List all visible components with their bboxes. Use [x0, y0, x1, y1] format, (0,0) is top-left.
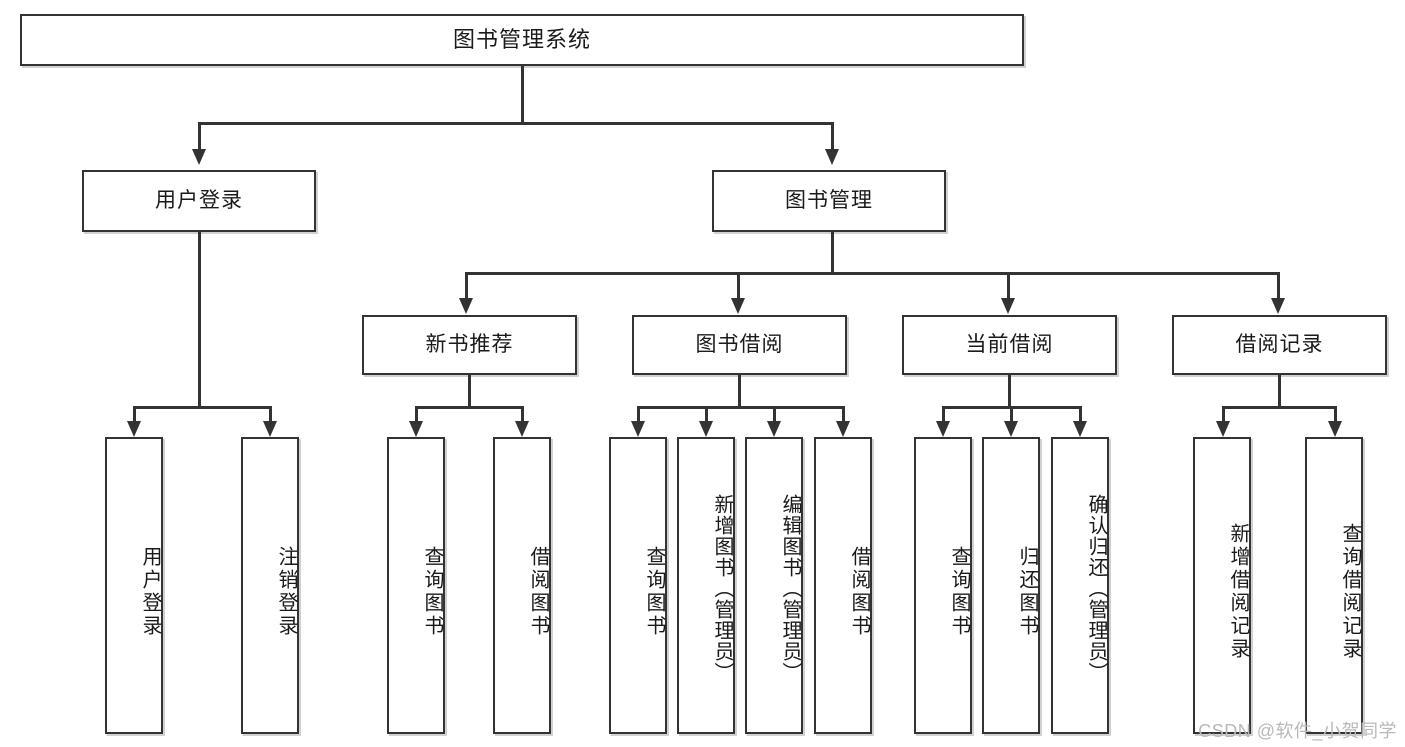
edge-new-book-drop-2 [521, 406, 524, 421]
edge-borrow-record-bus [1222, 406, 1337, 409]
edge-root-bus [198, 122, 834, 125]
node-book-management[interactable]: 图书管理 [712, 170, 946, 232]
edge-root-stem [521, 66, 524, 122]
node-user-login[interactable]: 用户登录 [82, 170, 316, 232]
edge-book-borrow-drop-1 [637, 406, 640, 421]
edge-borrow-record-drop-2 [1334, 406, 1337, 421]
edge-root-to-user-login [198, 122, 201, 149]
arrowhead-book-mgmt [825, 149, 839, 165]
edge-borrow-record-stem [1278, 375, 1281, 406]
edge-book-borrow-drop-3 [773, 406, 776, 421]
arrowhead-leaf-user-login-2 [263, 421, 277, 437]
arrowhead-leaf-current-borrow-3 [1073, 421, 1087, 437]
leaf-borrow-book[interactable]: 借阅图书 [814, 437, 872, 734]
arrowhead-user-login [192, 149, 206, 165]
edge-current-borrow-drop-3 [1079, 406, 1082, 421]
arrowhead-leaf-borrow-record-1 [1216, 421, 1230, 437]
edge-current-borrow-drop-1 [942, 406, 945, 421]
leaf-query-borrow-record[interactable]: 查询借阅记录 [1305, 437, 1363, 734]
edge-book-mgmt-drop-1 [465, 272, 468, 298]
leaf-add-book-admin[interactable]: 新增图书（管理员） [677, 437, 735, 734]
node-book-borrow[interactable]: 图书借阅 [632, 315, 847, 375]
arrowhead-leaf-current-borrow-1 [936, 421, 950, 437]
edge-new-book-drop-1 [415, 406, 418, 421]
arrowhead-leaf-new-book-2 [515, 421, 529, 437]
edge-user-login-drop-1 [133, 406, 136, 421]
leaf-query-book-recommend[interactable]: 查询图书 [387, 437, 445, 734]
arrowhead-book-borrow [731, 298, 745, 314]
arrowhead-leaf-book-borrow-2 [699, 421, 713, 437]
leaf-user-login[interactable]: 用户登录 [105, 437, 163, 734]
edge-user-login-bus [133, 406, 271, 409]
edge-current-borrow-drop-2 [1010, 406, 1013, 421]
edge-book-borrow-stem [738, 375, 741, 406]
arrowhead-leaf-current-borrow-2 [1004, 421, 1018, 437]
edge-book-mgmt-stem [831, 232, 834, 272]
edge-current-borrow-stem [1008, 375, 1011, 406]
edge-new-book-stem [468, 375, 471, 406]
arrowhead-leaf-book-borrow-1 [631, 421, 645, 437]
leaf-add-borrow-record[interactable]: 新增借阅记录 [1193, 437, 1251, 734]
edge-new-book-bus [415, 406, 524, 409]
node-new-book-recommend[interactable]: 新书推荐 [362, 315, 577, 375]
leaf-confirm-return-admin[interactable]: 确认归还（管理员） [1051, 437, 1109, 734]
arrowhead-current-borrow [1001, 298, 1015, 314]
leaf-borrow-book-recommend[interactable]: 借阅图书 [493, 437, 551, 734]
arrowhead-leaf-book-borrow-3 [767, 421, 781, 437]
edge-borrow-record-drop-1 [1222, 406, 1225, 421]
edge-book-mgmt-drop-4 [1277, 272, 1280, 298]
node-borrow-record[interactable]: 借阅记录 [1172, 315, 1387, 375]
node-current-borrow[interactable]: 当前借阅 [902, 315, 1117, 375]
edge-book-mgmt-bus [465, 272, 1280, 275]
edge-user-login-drop-2 [269, 406, 272, 421]
edge-book-borrow-bus [637, 406, 845, 409]
arrowhead-new-book-recommend [459, 298, 473, 314]
edge-book-mgmt-drop-3 [1007, 272, 1010, 298]
arrowhead-leaf-book-borrow-4 [836, 421, 850, 437]
leaf-logout[interactable]: 注销登录 [241, 437, 299, 734]
leaf-edit-book-admin[interactable]: 编辑图书（管理员） [745, 437, 803, 734]
arrowhead-leaf-new-book-1 [409, 421, 423, 437]
arrowhead-leaf-borrow-record-2 [1328, 421, 1342, 437]
leaf-return-book[interactable]: 归还图书 [982, 437, 1040, 734]
node-root-system[interactable]: 图书管理系统 [20, 14, 1024, 66]
edge-book-borrow-drop-4 [842, 406, 845, 421]
leaf-query-book-borrow[interactable]: 查询图书 [609, 437, 667, 734]
leaf-query-book-current[interactable]: 查询图书 [914, 437, 972, 734]
edge-user-login-stem [198, 232, 201, 406]
edge-book-borrow-drop-2 [705, 406, 708, 421]
arrowhead-borrow-record [1271, 298, 1285, 314]
edge-root-to-book-mgmt [831, 122, 834, 149]
arrowhead-leaf-user-login-1 [127, 421, 141, 437]
edge-book-mgmt-drop-2 [737, 272, 740, 298]
